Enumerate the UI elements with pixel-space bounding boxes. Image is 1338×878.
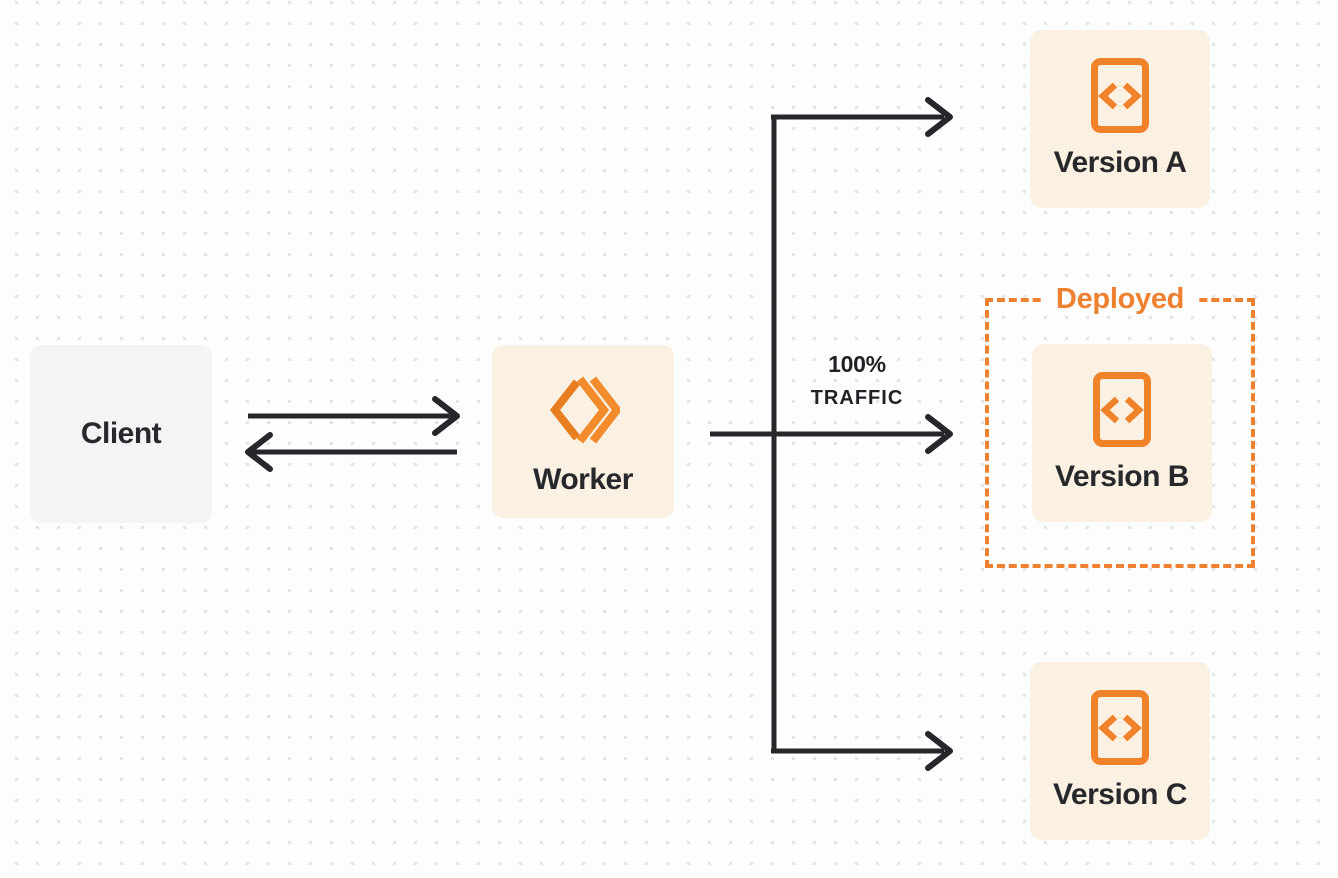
client-label: Client xyxy=(80,417,162,450)
version-a-label: Version A xyxy=(1053,146,1187,179)
version-b-node: Version B xyxy=(1032,344,1212,522)
code-file-icon xyxy=(1093,372,1151,447)
deployed-group-outline: Deployed xyxy=(985,282,1255,568)
arrow-client-to-worker xyxy=(248,396,460,436)
arrow-to-version-a xyxy=(771,97,953,137)
version-c-node: Version C xyxy=(1030,662,1210,840)
arrow-to-version-b xyxy=(710,414,953,454)
worker-node: Worker xyxy=(492,345,674,518)
version-c-label: Version C xyxy=(1053,778,1187,811)
worker-label: Worker xyxy=(533,462,633,496)
client-node: Client xyxy=(30,345,212,523)
traffic-annotation: 100% TRAFFIC xyxy=(797,351,917,410)
traffic-word-text: TRAFFIC xyxy=(810,387,904,409)
version-b-label: Version B xyxy=(1055,460,1189,493)
code-file-icon xyxy=(1091,690,1149,765)
cloudflare-workers-logo-icon xyxy=(546,373,620,447)
version-a-node: Version A xyxy=(1030,30,1210,208)
deployed-label: Deployed xyxy=(1043,282,1197,316)
traffic-percentage-text: 100% xyxy=(828,351,886,377)
code-file-icon xyxy=(1091,58,1149,133)
arrow-to-version-c xyxy=(771,731,953,771)
arrow-worker-to-client xyxy=(245,432,457,472)
